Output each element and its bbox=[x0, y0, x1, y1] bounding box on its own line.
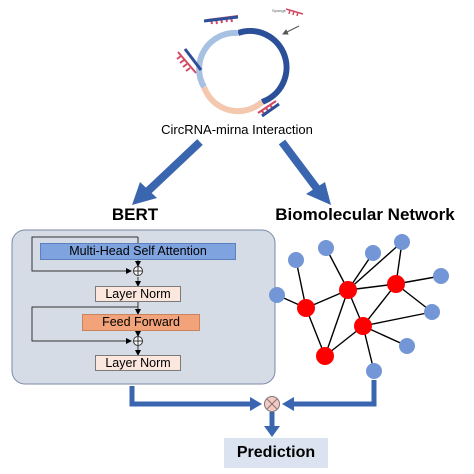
red-node bbox=[297, 299, 315, 317]
merge-arrow-left bbox=[129, 386, 262, 411]
branch-arrow-right bbox=[278, 139, 331, 205]
blue-node bbox=[288, 252, 304, 268]
bert-panel bbox=[11, 229, 276, 385]
mirna-backbone bbox=[203, 15, 239, 23]
blue-node bbox=[269, 287, 285, 303]
multi-head-attention-block: Multi-Head Self Attention bbox=[40, 243, 236, 260]
output-arrow bbox=[264, 412, 280, 437]
mirna-icon bbox=[285, 8, 304, 17]
network-title: Biomolecular Network bbox=[275, 205, 455, 224]
feed-forward-block: Feed Forward bbox=[82, 314, 200, 331]
bert-connections bbox=[31, 236, 141, 356]
blue-node bbox=[399, 338, 415, 354]
blue-node bbox=[318, 240, 334, 256]
merge-arrow-right bbox=[282, 380, 377, 411]
red-node bbox=[339, 281, 357, 299]
circrna-ring-icon bbox=[196, 28, 290, 115]
blue-node bbox=[394, 234, 410, 250]
red-node bbox=[354, 317, 372, 335]
interaction-caption: CircRNA-mirna Interaction bbox=[161, 122, 313, 137]
mirna-backbone bbox=[261, 102, 280, 118]
add-circle-icon bbox=[133, 336, 143, 346]
prediction-box: Prediction bbox=[224, 438, 328, 468]
mirna-icon bbox=[176, 51, 197, 74]
branch-arrow-left bbox=[132, 139, 203, 205]
blue-node bbox=[365, 245, 381, 261]
sponge-tag: Sponge bbox=[272, 8, 286, 13]
bert-title: BERT bbox=[111, 205, 159, 224]
red-node bbox=[387, 275, 405, 293]
blue-node bbox=[424, 304, 440, 320]
layer-norm-block-1: Layer Norm bbox=[95, 286, 181, 302]
blue-node bbox=[433, 268, 449, 284]
sponge-arrow bbox=[282, 25, 300, 35]
network-nodes bbox=[269, 234, 449, 379]
red-node bbox=[316, 347, 334, 365]
add-circle-icon bbox=[133, 266, 143, 276]
layer-norm-block-2: Layer Norm bbox=[95, 355, 181, 371]
combine-otimes-icon bbox=[264, 396, 280, 412]
mirna-backbone bbox=[183, 48, 203, 71]
blue-node bbox=[366, 363, 382, 379]
